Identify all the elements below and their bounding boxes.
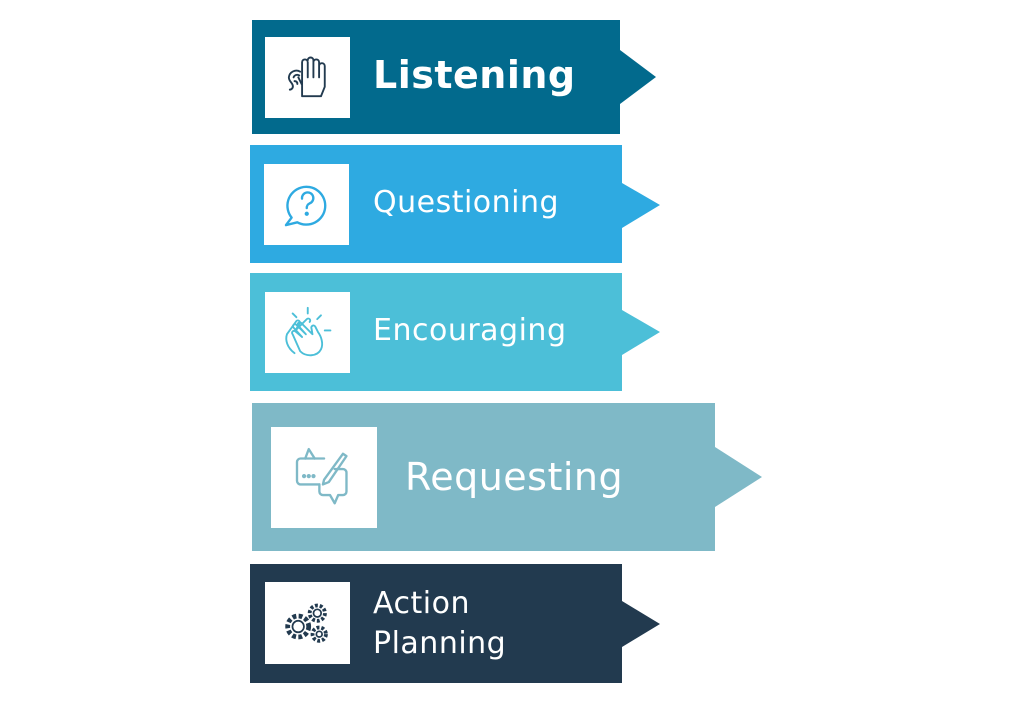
gears-icon xyxy=(265,582,350,664)
step-label: Requesting xyxy=(405,455,624,499)
ear-hand-icon xyxy=(265,37,350,118)
step-label: Listening xyxy=(373,53,576,97)
step-label: Questioning xyxy=(373,185,560,220)
step-questioning: Questioning xyxy=(250,145,660,263)
clapping-hands-icon xyxy=(265,292,350,373)
step-action-planning: Action Planning xyxy=(250,564,660,683)
step-label-line1: Action xyxy=(373,586,470,621)
step-requesting: Requesting xyxy=(252,403,762,551)
step-label: Encouraging xyxy=(373,313,567,348)
question-bubble-icon xyxy=(264,164,349,245)
step-listening: Listening xyxy=(252,20,656,134)
step-encouraging: Encouraging xyxy=(250,273,660,391)
step-label-line2: Planning xyxy=(373,626,507,661)
chat-pencil-icon xyxy=(271,427,377,528)
